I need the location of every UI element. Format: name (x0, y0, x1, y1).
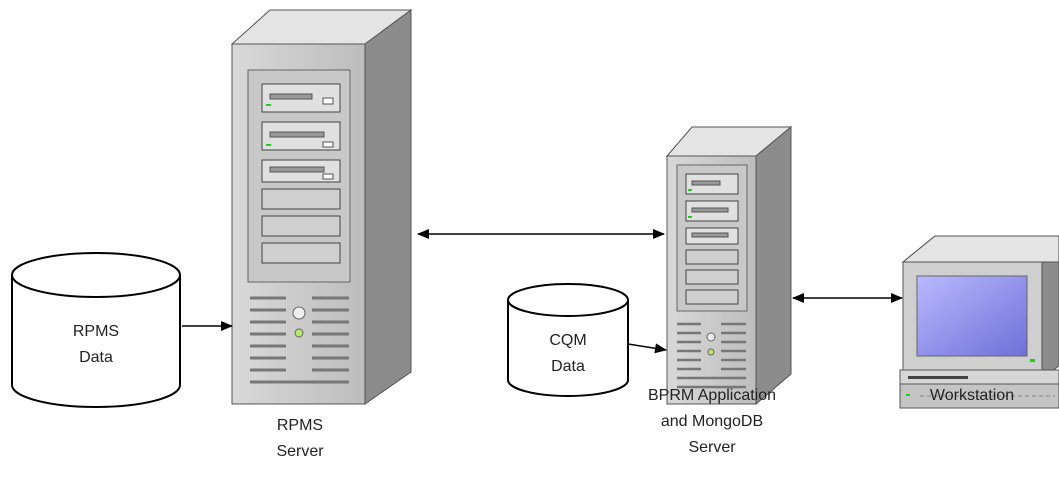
rpms-data-cylinder: RPMS Data (11, 252, 181, 408)
bprm-label-line1: BPRM Application (648, 387, 776, 404)
rpms-data-label-line1: RPMS (73, 323, 119, 340)
power-button-icon (292, 306, 306, 320)
cqm-data-label-line1: CQM (549, 332, 586, 349)
workstation-computer: Workstation (899, 235, 1059, 409)
cqm-data-label-line2: Data (551, 358, 585, 375)
rpms-data-label-line2: Data (79, 349, 113, 366)
rpms-server-label-line2: Server (276, 443, 324, 460)
bprm-label-line2: and MongoDB (661, 413, 763, 430)
arrow-cqm-data-to-bprm (627, 343, 667, 354)
bprm-server-tower: BPRM Application and MongoDB Server (648, 125, 793, 456)
power-led-icon (707, 348, 715, 356)
cqm-data-cylinder: CQM Data (507, 283, 629, 397)
power-led-icon (294, 328, 304, 338)
vent-slots (250, 296, 349, 384)
bprm-label-line3: Server (688, 439, 736, 456)
screen-display (916, 275, 1028, 357)
connectors (182, 229, 903, 354)
drive-bays (685, 173, 739, 305)
vent-slots (677, 322, 746, 389)
power-button-icon (706, 332, 716, 342)
drive-bays (261, 83, 341, 264)
rpms-server-label-line1: RPMS (277, 417, 323, 434)
rpms-server-tower: RPMS Server (230, 9, 413, 460)
workstation-label: Workstation (930, 387, 1014, 404)
